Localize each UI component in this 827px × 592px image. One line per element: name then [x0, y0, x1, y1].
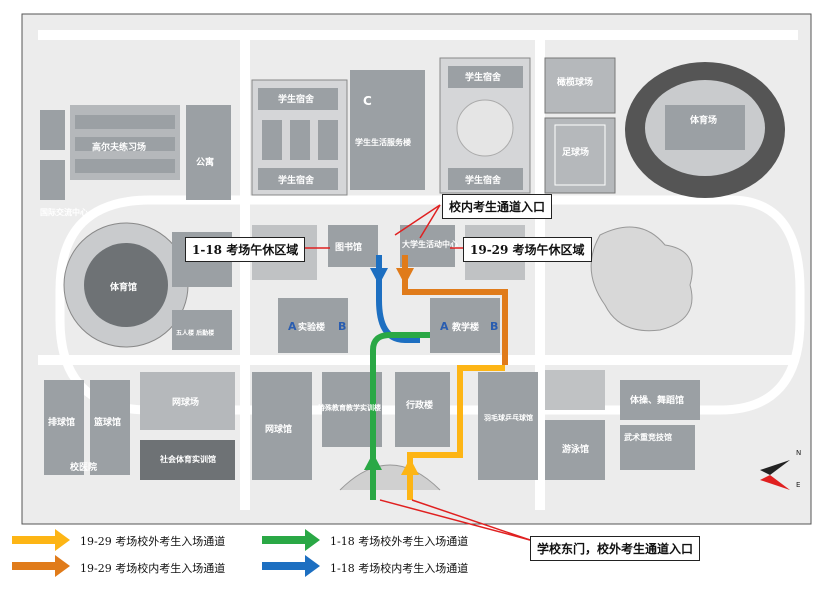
legend-label-orange: 19-29 考场校内考生入场通道 — [80, 562, 226, 575]
callout-arrows — [300, 204, 531, 541]
tennis-hall-block — [252, 372, 312, 480]
label-b1: B — [338, 320, 346, 333]
callout-inner-entrance: 校内考生通道入口 — [442, 194, 553, 219]
compass-e: E — [796, 481, 800, 489]
basketball-block — [90, 380, 130, 475]
label-martial: 武术重竞技馆 — [624, 432, 672, 442]
label-volleyball: 排球馆 — [48, 416, 75, 428]
label-service-building: 学生生活服务楼 — [355, 137, 411, 147]
martial-block — [620, 425, 695, 470]
label-dorm-mid-left: 学生宿舍 — [278, 174, 315, 186]
label-social-sports: 社会体育实训馆 — [159, 454, 216, 464]
legend-label-yellow: 19-29 考场校外考生入场通道 — [80, 535, 226, 548]
label-clinic: 校医院 — [70, 461, 97, 473]
apartment-block — [186, 105, 231, 200]
label-library: 图书馆 — [335, 241, 362, 253]
legend-label-green: 1-18 考场校外考生入场通道 — [330, 535, 469, 548]
label-lab-building: 实验楼 — [298, 321, 325, 333]
label-tennis-hall: 网球馆 — [265, 423, 292, 435]
label-apartment: 公寓 — [196, 156, 214, 168]
label-tennis-field: 网球场 — [172, 396, 199, 408]
compass: N E — [760, 449, 801, 490]
swimming-block — [545, 420, 605, 480]
label-golf: 高尔夫练习场 — [92, 141, 146, 153]
label-b2: B — [490, 320, 498, 333]
service-building-block — [350, 70, 425, 190]
student-center-block — [400, 225, 455, 267]
label-stadium: 体育场 — [690, 114, 717, 126]
callout-rest-19-29: 19-29 考场午休区域 — [463, 237, 592, 262]
label-wulou: 五人楼 后勤楼 — [176, 329, 214, 337]
social-sports-block — [140, 440, 235, 480]
dance-block — [620, 380, 700, 420]
label-dance: 体操、舞蹈馆 — [630, 394, 684, 406]
label-a2: A — [440, 320, 449, 333]
route-blue — [376, 255, 420, 343]
label-dorm-top-right: 学生宿舍 — [465, 71, 502, 83]
admin-block — [395, 372, 450, 447]
legend-label-blue: 1-18 考场校内考生入场通道 — [330, 562, 469, 575]
label-basketball: 篮球馆 — [93, 416, 121, 428]
tennis-field-block — [140, 372, 235, 430]
lab-building-block — [278, 298, 348, 353]
label-gym: 体育馆 — [110, 281, 137, 293]
compass-n: N — [796, 449, 801, 457]
route-green — [370, 332, 430, 500]
label-rugby: 橄榄球场 — [557, 76, 593, 88]
lake — [590, 226, 693, 332]
teaching-building-block — [430, 298, 500, 353]
library-block — [328, 225, 378, 267]
volleyball-block — [44, 380, 84, 475]
label-swimming: 游泳馆 — [562, 443, 589, 455]
label-admin: 行政楼 — [405, 399, 433, 411]
label-student-center: 大学生活动中心 — [402, 239, 458, 249]
label-dorm-top-left: 学生宿舍 — [278, 93, 315, 105]
callout-rest-1-18: 1-18 考场午休区域 — [185, 237, 306, 262]
label-c: C — [363, 94, 372, 108]
football-field — [544, 117, 616, 194]
legend-arrows — [12, 529, 320, 577]
label-a1: A — [288, 320, 297, 333]
label-badminton: 羽毛球乒乓球馆 — [484, 413, 533, 422]
rugby-field — [544, 57, 616, 114]
badminton-block — [478, 372, 538, 480]
label-dorm-mid-right: 学生宿舍 — [465, 174, 502, 186]
label-football: 足球场 — [562, 146, 589, 158]
label-intl-center: 国际交流中心 — [40, 207, 88, 217]
callout-east-gate: 学校东门，校外考生通道入口 — [530, 536, 701, 561]
label-special-edu: 特殊教育教学实训楼 — [318, 403, 381, 412]
label-teaching-building: 教学楼 — [451, 321, 479, 333]
